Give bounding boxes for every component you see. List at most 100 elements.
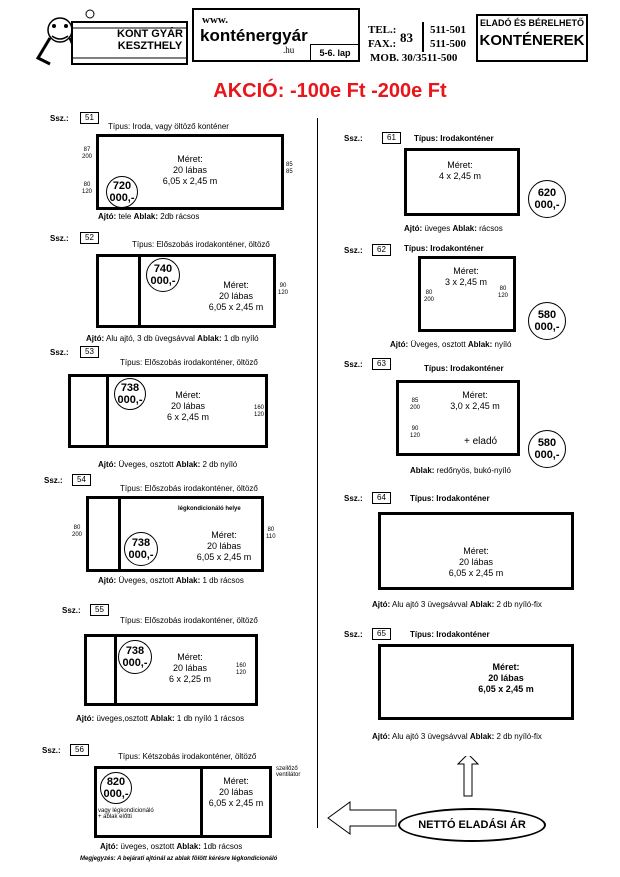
ac-note: vagy légkondicionáló + ablak előtti bbox=[98, 808, 154, 820]
mobile-number: MOB. 30/3511-500 bbox=[370, 52, 458, 64]
item-info: Ajtó: üveges, osztott Ablak: 1db rácsos bbox=[100, 842, 243, 851]
item-type: Típus: Előszobás irodakonténer, öltöző bbox=[120, 484, 258, 493]
item-info: Ajtó: Üveges, osztott Ablak: nyíló bbox=[390, 340, 512, 349]
ssz-label: Ssz.: bbox=[344, 360, 363, 369]
floor-plan bbox=[404, 148, 520, 216]
item-type: Típus: Előszobás irodakonténer, öltöző bbox=[120, 358, 258, 367]
page-number: 5-6. lap bbox=[310, 44, 360, 62]
item-type: Típus: Irodakonténer bbox=[410, 630, 490, 639]
ssz-label: Ssz.: bbox=[344, 630, 363, 639]
item-type: Típus: Kétszobás irodakonténer, öltöző bbox=[118, 752, 257, 761]
floor-plan bbox=[378, 644, 574, 720]
tel-number: 511-501 bbox=[430, 24, 467, 36]
floor-plan bbox=[84, 634, 258, 706]
ssz-label: Ssz.: bbox=[50, 114, 69, 123]
web-box bbox=[192, 8, 360, 62]
ssz-label: Ssz.: bbox=[50, 234, 69, 243]
item-type: Típus: Előszobás irodakonténer, öltöző bbox=[132, 240, 270, 249]
item-type: Típus: Iroda, vagy öltöző konténer bbox=[108, 122, 229, 131]
item-number: 64 bbox=[372, 492, 391, 504]
item-number: 65 bbox=[372, 628, 391, 640]
item-info: Ajtó: Üveges, osztott Ablak: 1 db rácsos bbox=[98, 576, 244, 585]
item-info: Ajtó: Alu ajtó 3 üvegsávval Ablak: 2 db … bbox=[372, 732, 542, 741]
size-text: Méret:4 x 2,45 m bbox=[438, 160, 482, 181]
item-number: 62 bbox=[372, 244, 391, 256]
item-type: Típus: Irodakonténer bbox=[414, 134, 494, 143]
floor-plan bbox=[378, 512, 574, 590]
item-number: 54 bbox=[72, 474, 91, 486]
item-info: Ajtó: üveges Ablak: rácsos bbox=[404, 224, 503, 233]
sale-rent-line2: KONTÉNEREK bbox=[479, 32, 585, 49]
ssz-label: Ssz.: bbox=[344, 134, 363, 143]
ssz-label: Ssz.: bbox=[42, 746, 61, 755]
contact-divider bbox=[422, 22, 424, 52]
floor-plan bbox=[86, 496, 264, 572]
tel-label: TEL.: bbox=[368, 24, 397, 36]
arrow-icon bbox=[327, 756, 480, 835]
item-type: Típus: Irodakonténer bbox=[424, 364, 504, 373]
ssz-label: Ssz.: bbox=[344, 246, 363, 255]
net-price-badge: NETTÓ ELADÁSI ÁR bbox=[398, 808, 546, 842]
floor-plan bbox=[418, 256, 516, 332]
footnote: Megjegyzés: A bejárati ajtónál az ablak … bbox=[80, 856, 278, 862]
tld-label: .hu bbox=[283, 45, 295, 55]
item-number: 61 bbox=[382, 132, 401, 144]
item-number: 53 bbox=[80, 346, 99, 358]
page-title: AKCIÓ: -100e Ft -200e Ft bbox=[213, 80, 447, 102]
fax-number: 511-500 bbox=[430, 38, 467, 50]
item-number: 52 bbox=[80, 232, 99, 244]
www-label: www. bbox=[202, 14, 228, 26]
item-type: Típus: Irodakonténer bbox=[410, 494, 490, 503]
item-info: Ajtó: üveges,osztott Ablak: 1 db nyíló 1… bbox=[76, 714, 245, 723]
ssz-label: Ssz.: bbox=[50, 348, 69, 357]
fax-label: FAX.: bbox=[368, 38, 397, 50]
item-number: 56 bbox=[70, 744, 89, 756]
ac-note: légkondicionáló helye bbox=[178, 506, 241, 512]
for-sale-note: + eladó bbox=[464, 436, 498, 447]
logo-line1: KONT GYÁR bbox=[117, 28, 183, 40]
item-info: Ajtó: Üveges, osztott Ablak: 2 db nyíló bbox=[98, 460, 238, 469]
sale-rent-box bbox=[476, 14, 588, 62]
logo-line2: KESZTHELY bbox=[117, 40, 183, 52]
item-type: Típus: Irodakonténer bbox=[404, 244, 484, 253]
floor-plan bbox=[396, 380, 520, 456]
area-code: 83 bbox=[400, 30, 413, 45]
item-info: Ablak: redőnyös, bukó-nyíló bbox=[410, 466, 511, 475]
item-info: Ajtó: tele Ablak: 2db rácsos bbox=[98, 212, 200, 221]
item-type: Típus: Előszobás irodakonténer, öltöző bbox=[120, 616, 258, 625]
partition-wall bbox=[138, 254, 141, 328]
partition-wall bbox=[200, 766, 203, 838]
item-number: 55 bbox=[90, 604, 109, 616]
floor-plan bbox=[96, 254, 276, 328]
item-info: Ajtó: Alu ajtó, 3 db üvegsávval Ablak: 1… bbox=[86, 334, 259, 343]
size-text: Méret:3 x 2,45 m bbox=[444, 266, 488, 287]
partition-wall bbox=[118, 496, 121, 572]
container-logo-icon bbox=[35, 9, 188, 66]
floor-plan bbox=[68, 374, 268, 448]
partition-wall bbox=[114, 634, 117, 706]
